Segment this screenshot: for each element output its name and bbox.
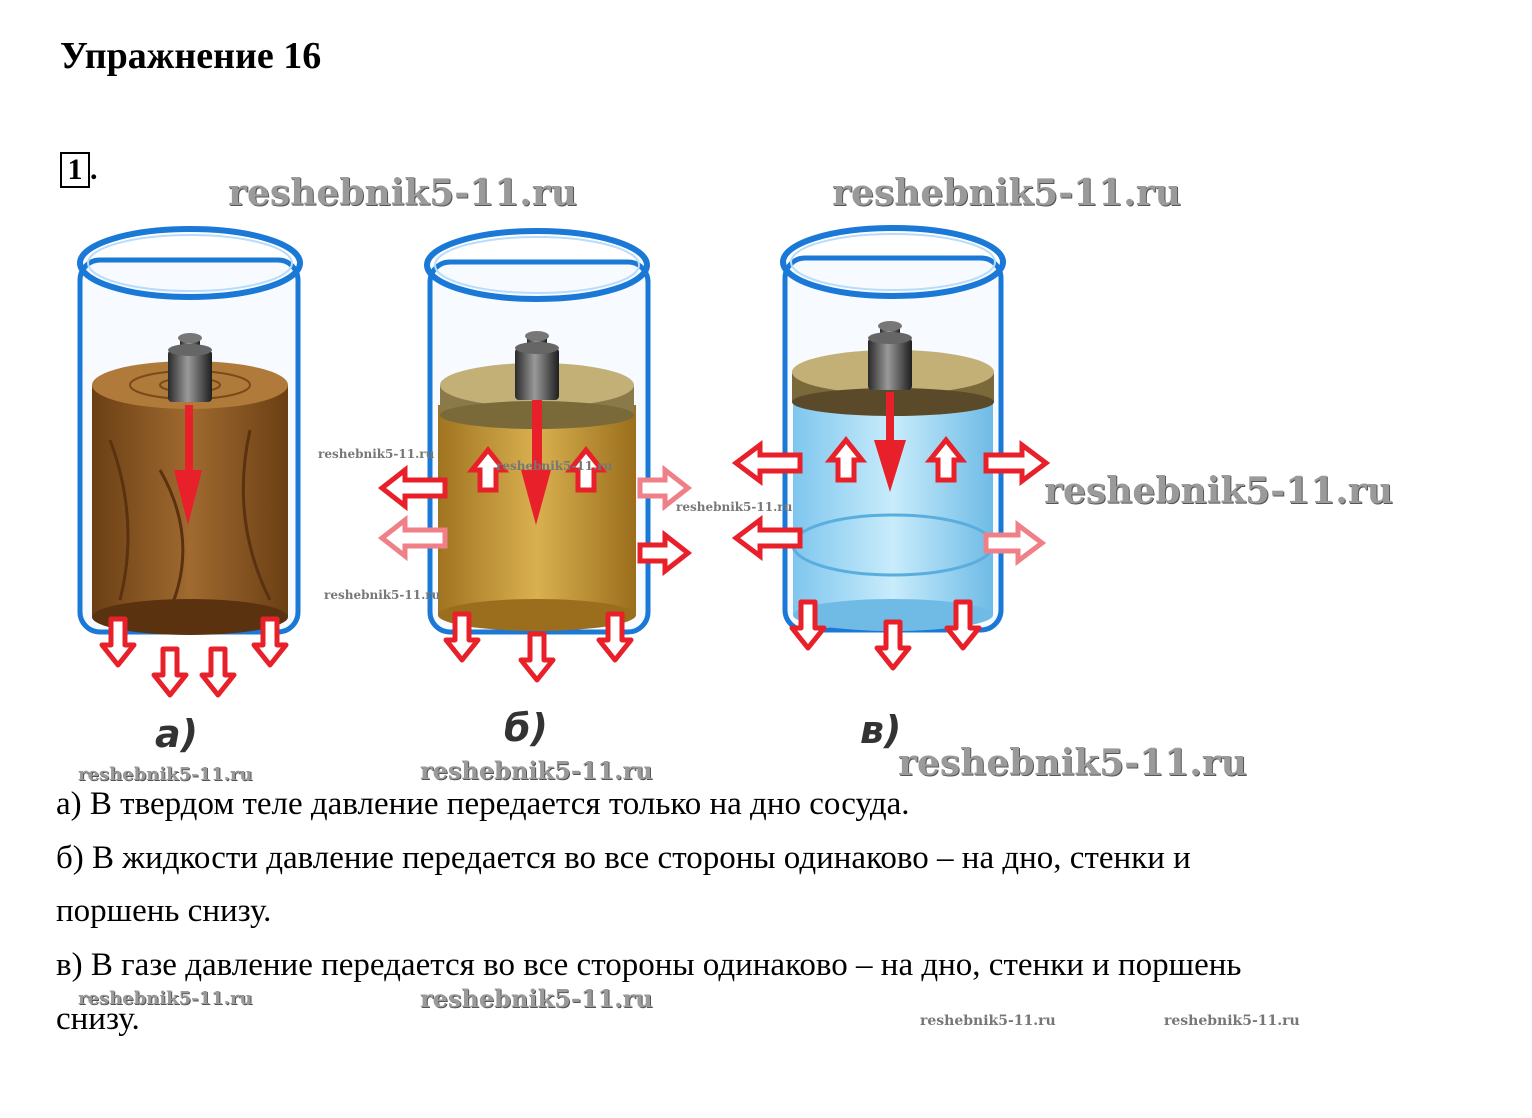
vessel-liquid (377, 228, 693, 680)
watermark: reshebnik5-11.ru (318, 447, 435, 461)
watermark: reshebnik5-11.ru (420, 756, 653, 785)
task-number-box: 1 (60, 152, 90, 188)
watermark: reshebnik5-11.ru (78, 764, 253, 785)
watermark: reshebnik5-11.ru (324, 588, 441, 602)
watermark: reshebnik5-11.ru (920, 1013, 1056, 1029)
label-a: а) (155, 712, 199, 756)
watermark: reshebnik5-11.ru (1044, 470, 1393, 512)
watermark: reshebnik5-11.ru (676, 500, 793, 514)
label-b: б) (504, 706, 548, 750)
answer-c-line2: снизу. (56, 1001, 140, 1037)
vessel-solid (77, 226, 303, 695)
answer-a: а) В твердом теле давление передается то… (56, 786, 910, 822)
watermark: reshebnik5-11.ru (496, 459, 613, 473)
page-title: Упражнение 16 (60, 35, 322, 77)
answer-b-line1: б) В жидкости давление передается во все… (56, 840, 1191, 876)
watermark: reshebnik5-11.ru (78, 988, 253, 1009)
label-c: в) (860, 708, 902, 752)
vessel-gas (731, 225, 1051, 668)
pressure-figure (77, 225, 1051, 730)
watermark: reshebnik5-11.ru (1164, 1013, 1300, 1029)
task-number: 1. (60, 152, 98, 188)
answer-c-line1: в) В газе давление передается во все сто… (56, 947, 1242, 983)
answer-b-line2: поршень снизу. (56, 893, 272, 929)
watermark: reshebnik5-11.ru (898, 742, 1247, 784)
watermark: reshebnik5-11.ru (420, 984, 653, 1013)
watermark: reshebnik5-11.ru (228, 172, 577, 214)
watermark: reshebnik5-11.ru (832, 172, 1181, 214)
